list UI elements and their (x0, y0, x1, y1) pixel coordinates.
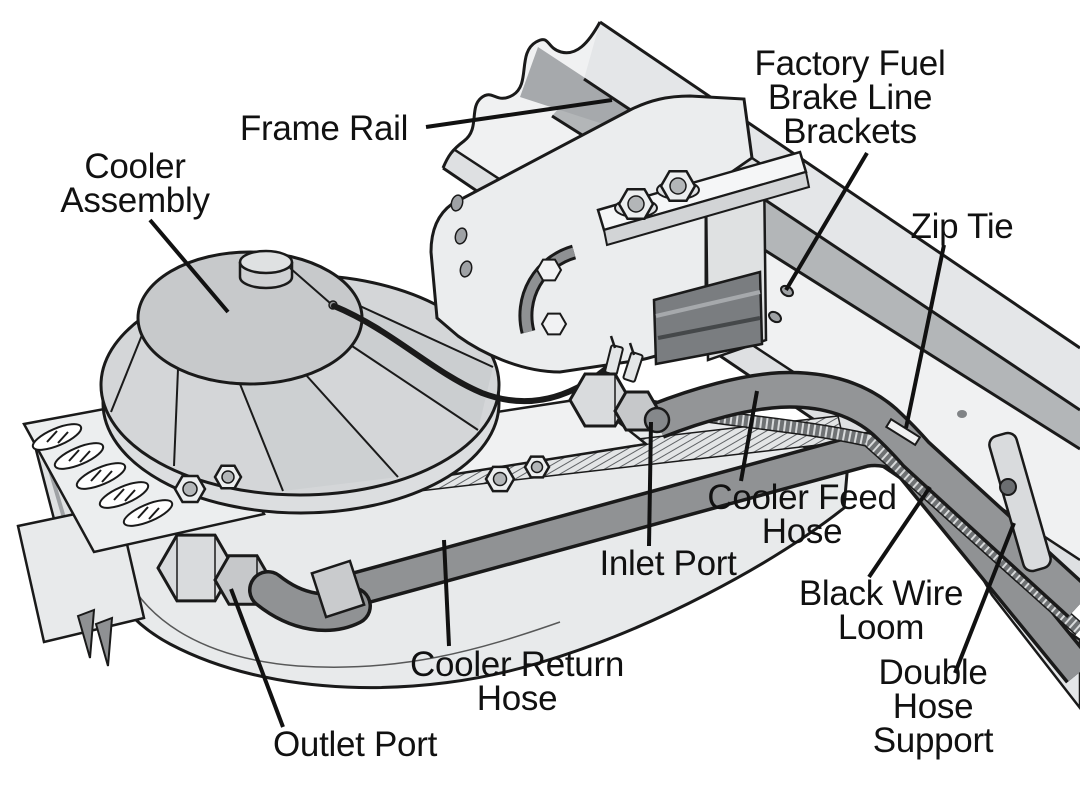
label-factory-fuel-brake-line-brackets: Factory Fuel Brake Line Brackets (754, 44, 946, 151)
feed-hose-shape (650, 370, 1080, 619)
label-cooler-assembly: Cooler Assembly (60, 147, 210, 220)
hose-sleeve (310, 559, 366, 619)
label-inlet-port: Inlet Port (599, 544, 737, 584)
leader-frame-rail (425, 98, 613, 129)
leader-zip-tie (904, 244, 946, 429)
leader-factory-brackets (784, 151, 869, 292)
leader-cooler-feed-hose (739, 390, 759, 482)
label-zip-tie: Zip Tie (910, 207, 1014, 247)
leader-outlet-port (229, 588, 285, 728)
leader-lines (148, 98, 1016, 728)
fan-shroud-shape (99, 249, 551, 515)
leader-black-wire-loom (867, 485, 932, 579)
leader-inlet-port (647, 421, 653, 547)
mounting-bracket-shape (429, 94, 811, 374)
label-cooler-return-hose: Cooler Return Hose (410, 645, 624, 718)
label-black-wire-loom: Black Wire Loom (798, 574, 964, 647)
label-outlet-port: Outlet Port (273, 725, 437, 765)
label-cooler-feed-hose: Cooler Feed Hose (707, 478, 897, 551)
shroud-spokes (110, 305, 494, 492)
rail-break-line (441, 21, 602, 169)
zip-tie-shape (884, 417, 922, 447)
leader-double-hose-support (953, 522, 1016, 674)
rail-top-edge (599, 20, 1080, 350)
louver-slots (31, 423, 174, 527)
hose-support-shape (988, 431, 1052, 573)
leader-cooler-assembly (148, 218, 230, 314)
clamp-plate (596, 150, 811, 247)
inlet-fitting-shape (568, 372, 671, 434)
leader-cooler-return-hose (442, 539, 451, 647)
label-double-hose-support: Double Hose Support (872, 653, 994, 760)
motor-cap (238, 249, 294, 290)
plate-nuts (173, 455, 551, 504)
label-frame-rail: Frame Rail (239, 109, 409, 149)
